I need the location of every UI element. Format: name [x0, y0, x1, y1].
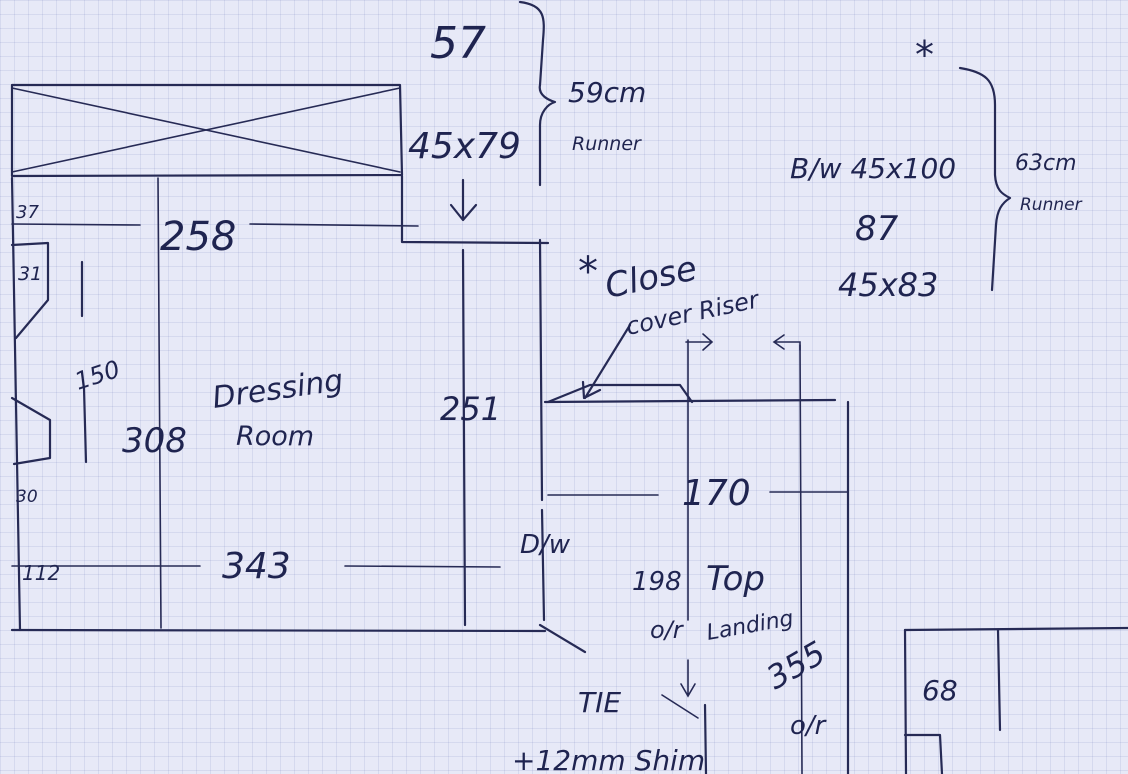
right-runner: Runner — [1020, 195, 1083, 215]
dim-112: 112 — [22, 561, 60, 585]
bottom-right-room — [903, 626, 1128, 774]
dim-150: 150 — [71, 355, 123, 396]
stair-width-label: 59cm — [568, 76, 646, 109]
landing-label-2: Landing — [705, 606, 796, 646]
or-label-2: o/r — [790, 711, 828, 741]
landing-label-1: Top — [706, 559, 765, 599]
tie-label: TIE — [578, 686, 621, 719]
dim-308: 308 — [122, 421, 187, 461]
right-size-1: B/w 45x100 — [790, 152, 956, 185]
dim-355: 355 — [760, 633, 832, 696]
landing-walls — [538, 238, 850, 774]
dim-37: 37 — [16, 202, 39, 223]
dim-31: 31 — [18, 263, 42, 285]
arrow-icons — [449, 178, 801, 719]
right-width: 63cm — [1015, 151, 1077, 176]
dim-258: 258 — [160, 214, 236, 260]
dim-198: 198 — [632, 567, 682, 597]
right-asterisk: * — [915, 33, 934, 77]
note-asterisk: * — [578, 249, 598, 295]
right-value: 87 — [855, 209, 899, 249]
dw-label: D/w — [520, 530, 571, 560]
runner-label: Runner — [572, 133, 642, 155]
room-label-2: Room — [236, 421, 314, 452]
dim-68: 68 — [922, 674, 958, 707]
dim-343: 343 — [222, 546, 291, 587]
stair-size-label: 45x79 — [408, 126, 521, 167]
dim-251: 251 — [440, 390, 501, 428]
stair-value-label: 57 — [430, 18, 486, 69]
shim-label: +12mm Shim — [512, 744, 705, 774]
dressing-room-walls — [10, 174, 550, 633]
dim-30: 30 — [16, 487, 38, 507]
dim-170: 170 — [682, 473, 751, 514]
room-label-1: Dressing — [210, 363, 345, 416]
or-label-1: o/r — [650, 616, 685, 644]
right-size-2: 45x83 — [838, 266, 938, 304]
wall-niches — [10, 241, 52, 466]
note-line-1: Close — [602, 248, 701, 306]
brace-top — [518, 0, 557, 187]
stair-box-crossed — [10, 83, 404, 178]
brace-right — [958, 66, 1012, 292]
